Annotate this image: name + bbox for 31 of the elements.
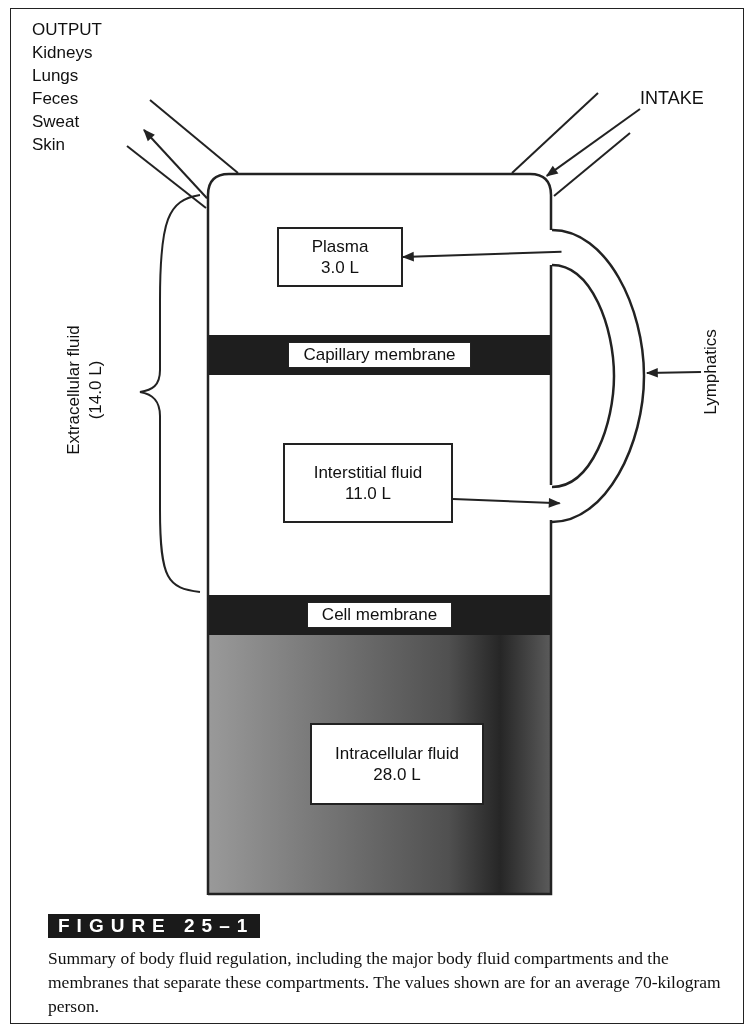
output-route: Skin bbox=[32, 134, 66, 156]
output-heading: OUTPUT bbox=[32, 19, 102, 41]
figure-number-banner: FIGURE 25–1 bbox=[48, 914, 261, 938]
volume-value: 11.0 L bbox=[345, 483, 391, 505]
compartment-name: Interstitial fluid bbox=[313, 461, 423, 483]
arrow bbox=[645, 368, 702, 378]
output-route: Sweat bbox=[32, 111, 80, 133]
lymphatic-vessel bbox=[552, 228, 647, 524]
arrow bbox=[401, 250, 563, 262]
volume-value: 3.0 L bbox=[321, 257, 359, 279]
compartment-box bbox=[277, 227, 403, 287]
body-fluid-container bbox=[207, 173, 552, 895]
extracellular-label: Extracellular fluid (14.0 L) bbox=[63, 324, 106, 457]
output-route: Lungs bbox=[32, 65, 79, 87]
arrow bbox=[452, 498, 561, 508]
intake-label: INTAKE bbox=[640, 88, 704, 109]
membrane-label: Capillary membrane bbox=[288, 342, 471, 368]
output-route: Feces bbox=[32, 88, 79, 110]
compartment-box bbox=[310, 723, 484, 805]
lymphatics-label: Lymphatics bbox=[701, 317, 723, 427]
output-route: Kidneys bbox=[32, 42, 93, 64]
membrane-band bbox=[207, 335, 552, 375]
arrow bbox=[545, 108, 641, 177]
compartment-box bbox=[283, 443, 453, 523]
membrane-band bbox=[207, 595, 552, 635]
volume-value: 28.0 L bbox=[373, 764, 421, 786]
membrane-label: Cell membrane bbox=[306, 602, 453, 628]
figure-caption: Summary of body fluid regulation, including the major body fluid compartments and the membranes that separate these compartments. The values shown are for an average 70-kilogram person. bbox=[48, 947, 722, 1018]
arrow bbox=[143, 129, 208, 200]
compartment-name: Intracellular fluid bbox=[335, 742, 459, 764]
compartment-name: Plasma bbox=[311, 235, 369, 257]
